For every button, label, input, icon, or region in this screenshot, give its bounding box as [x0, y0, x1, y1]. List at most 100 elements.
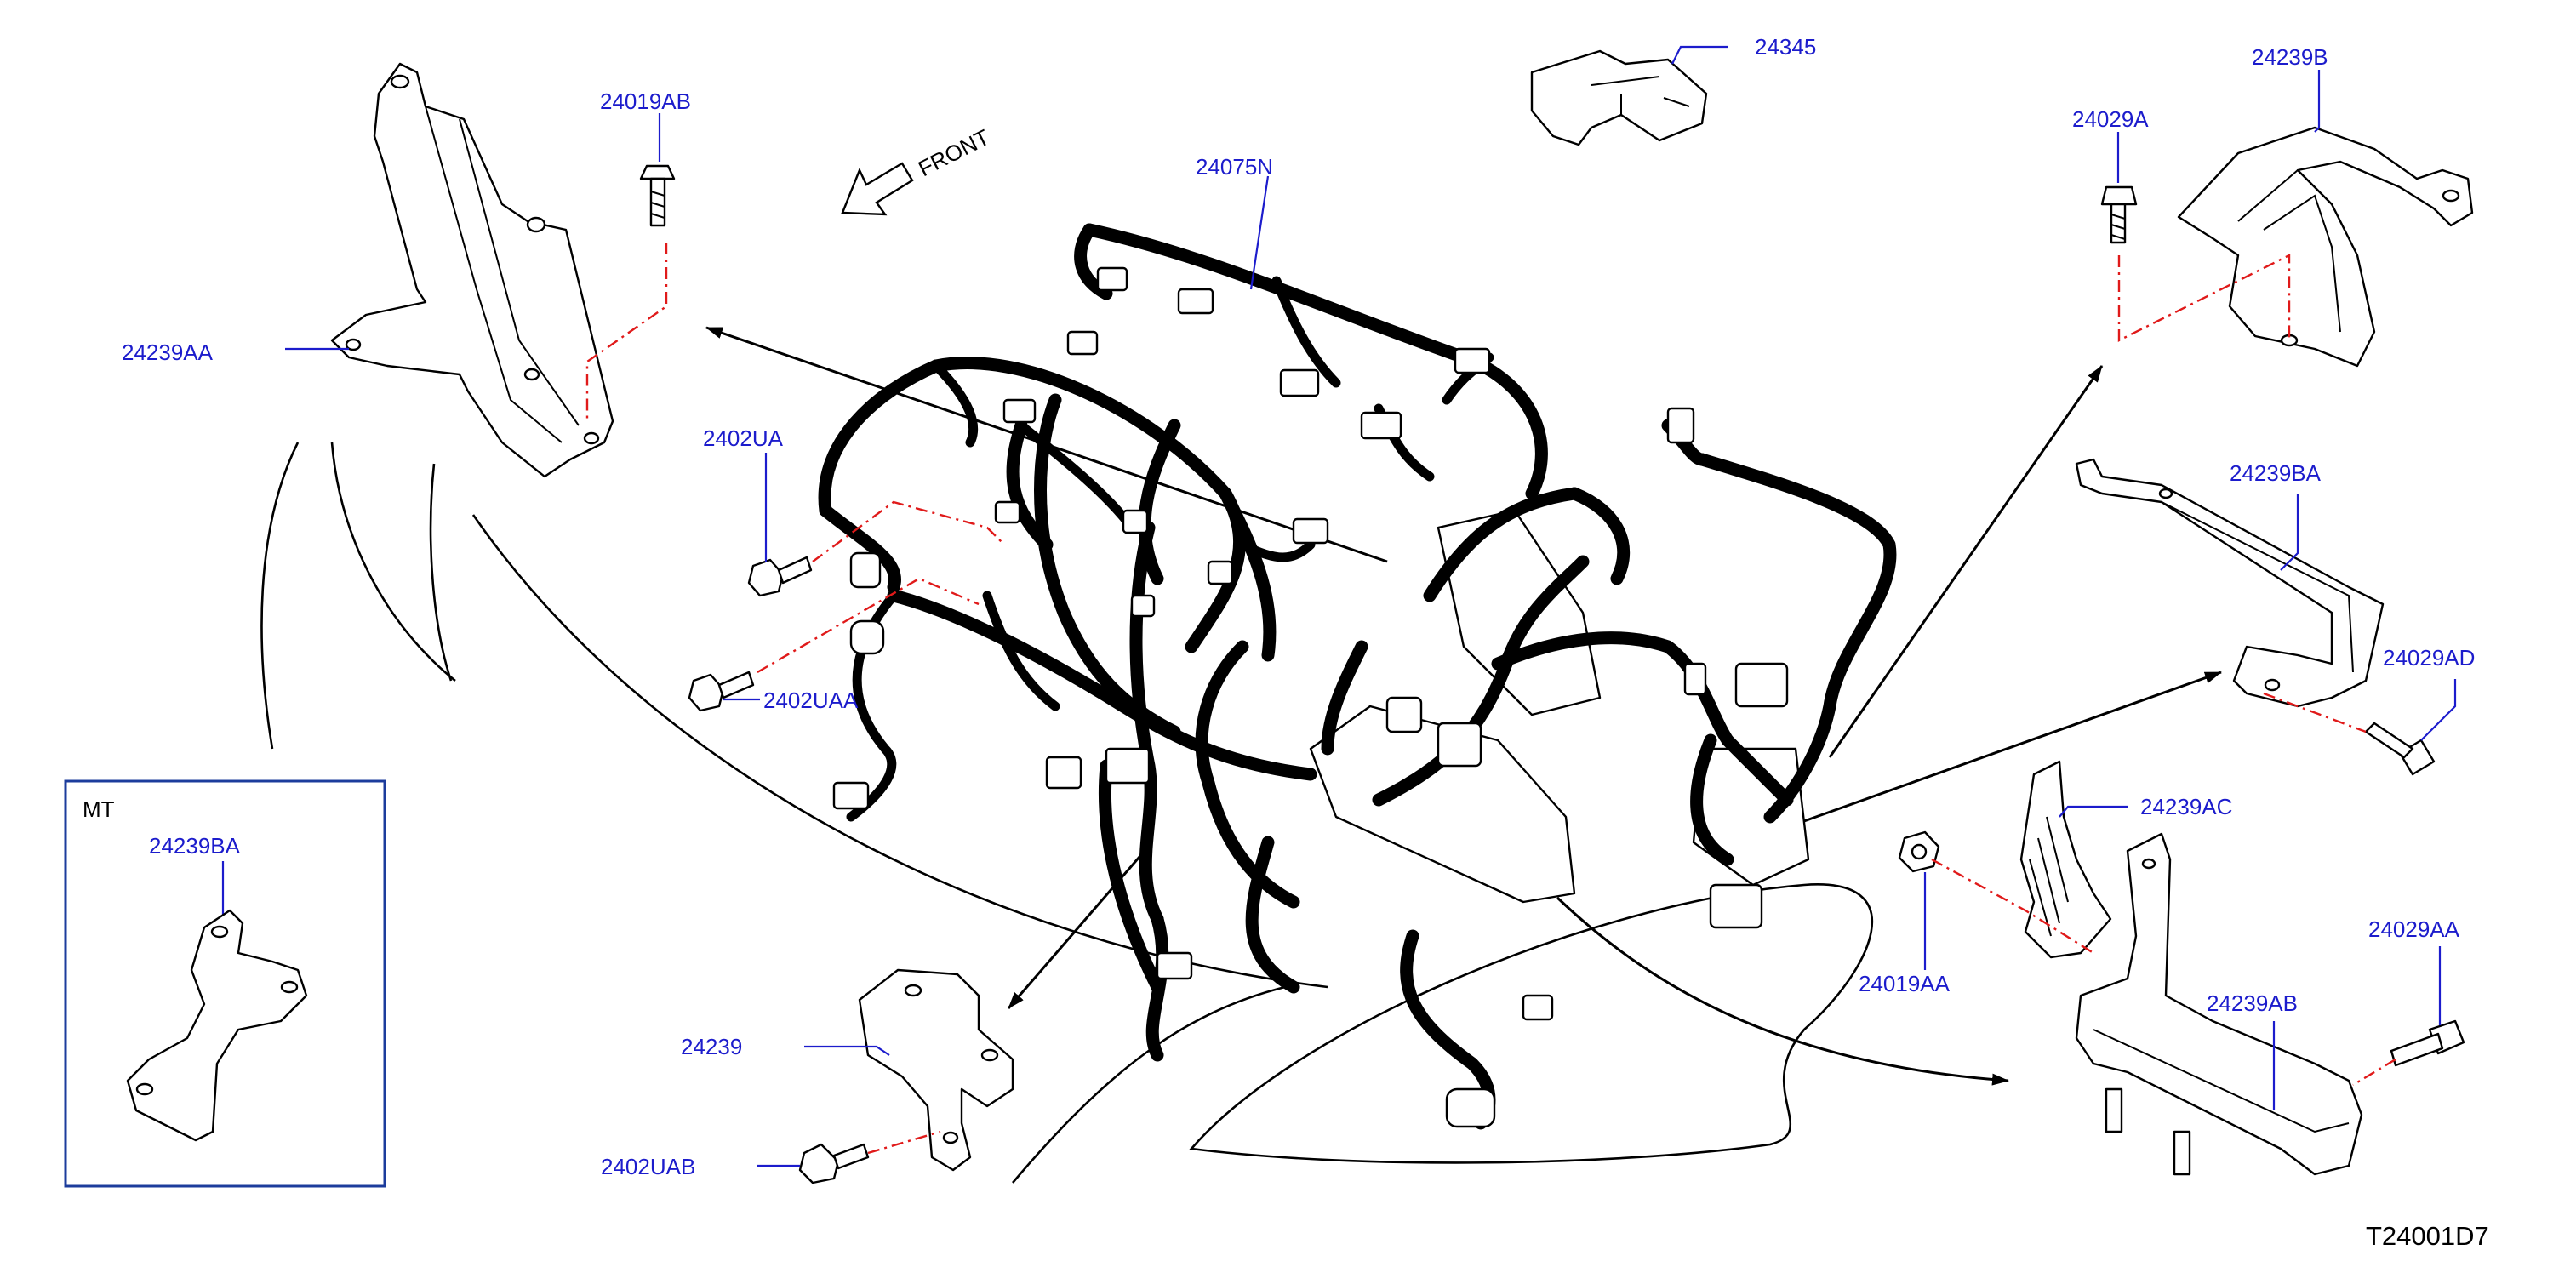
- callout-2402UAA: 2402UAA: [763, 688, 859, 713]
- connector: [1522, 994, 1554, 1021]
- bracket-24239AB-tab: [2105, 1087, 2123, 1133]
- bracket-24239: [858, 968, 1014, 1172]
- callout-24239AA: 24239AA: [122, 340, 214, 365]
- inset-bracket-hole: [280, 980, 299, 994]
- connector: [1360, 411, 1402, 440]
- leader-line: [1249, 175, 1270, 290]
- inset-bracket-24239BA: [126, 909, 308, 1142]
- connector: [1437, 722, 1482, 768]
- arrow-to-24239: [1007, 850, 1146, 1009]
- grommet: [1445, 1087, 1496, 1128]
- bracket-24239B-body: [2177, 126, 2474, 368]
- bracket-24239AA-hole: [390, 74, 410, 89]
- bolt-24029A: [2100, 185, 2138, 244]
- bracket-24239BA-body: [2075, 458, 2385, 708]
- callout-24019AA: 24019AA: [1859, 971, 1951, 996]
- connector: [1292, 517, 1329, 545]
- bracket-24239AA-edge: [459, 118, 580, 426]
- arrow-to-24239B: [1828, 365, 2104, 758]
- callout-24239BA: 24239BA: [2230, 460, 2322, 486]
- leader-line: [1671, 45, 1728, 65]
- connector: [1105, 747, 1151, 785]
- callout-2402UAB: 2402UAB: [601, 1154, 695, 1179]
- callout-24239AC: 24239AC: [2140, 794, 2232, 819]
- callout-24239AB: 24239AB: [2207, 990, 2298, 1016]
- sweep-curve-bottom: [1012, 985, 1286, 1184]
- part-24345: [1530, 49, 1708, 146]
- connector: [1096, 266, 1128, 292]
- leader-line: [2280, 494, 2299, 571]
- inset-mt: MT 24239BA: [64, 779, 386, 1188]
- arrow-to-24239BA: [1803, 671, 2222, 823]
- fastener-line-2402UA: [812, 500, 1005, 562]
- bolt-2402UAA: [688, 671, 755, 712]
- connector: [1002, 398, 1037, 424]
- bolt-24029AD: [2364, 722, 2436, 776]
- callout-24075N: 24075N: [1196, 154, 1273, 180]
- callout-labels: 24019AB 24239AA 24075N 24345 24239B 2402…: [122, 34, 2475, 1179]
- bracket-24239AA: [330, 62, 614, 478]
- fastener-line-24029AA: [2352, 1058, 2396, 1087]
- bracket-24239AA-edge: [425, 106, 563, 443]
- inset-tail-3: [429, 463, 453, 682]
- callout-24019AB: 24019AB: [600, 88, 691, 114]
- callout-2402UA: 2402UA: [703, 425, 784, 451]
- connector: [849, 551, 882, 589]
- connector: [1454, 347, 1491, 374]
- bracket-24239B-hole: [2442, 189, 2460, 203]
- bolt-24029AA: [2390, 1019, 2465, 1067]
- diagram-id: T24001D7: [2366, 1221, 2489, 1251]
- bracket-24239AB-tab: [2173, 1130, 2191, 1176]
- front-indicator: FRONT: [841, 124, 994, 216]
- bracket-24239AA-hole: [345, 338, 362, 351]
- bolt-24019AB: [639, 164, 676, 227]
- bracket-24239AA-hole: [523, 368, 540, 381]
- bolt-head: [639, 164, 676, 180]
- callout-24239BA-inset: 24239BA: [149, 833, 241, 859]
- bracket-24239AA-hole: [526, 216, 546, 233]
- bracket-24239-hole: [942, 1131, 959, 1144]
- connector: [1666, 407, 1695, 444]
- bracket-24239-hole: [904, 984, 922, 997]
- bolt-shank: [649, 177, 666, 227]
- bracket-24239AC: [2019, 760, 2112, 959]
- bracket-24239AA-hole: [583, 431, 600, 445]
- connector: [994, 500, 1021, 524]
- bracket-24239-hole: [980, 1048, 999, 1062]
- inset-bracket-hole: [210, 925, 229, 939]
- leader-line: [2420, 679, 2457, 741]
- leader-line: [804, 1045, 890, 1056]
- harness-24075N: [818, 223, 1897, 1130]
- fastener-line-24019AB: [585, 243, 668, 421]
- nut-24019AA: [1898, 830, 1940, 873]
- bracket-24239AB-body: [2075, 832, 2363, 1176]
- fastener-line-2402UAA: [757, 577, 980, 674]
- bolt-2402UAB: [798, 1143, 870, 1184]
- connector: [1734, 662, 1789, 708]
- arrow-to-24239AB: [1556, 896, 2009, 1086]
- leader-line: [2059, 805, 2128, 818]
- direction-arrows: [705, 326, 2222, 1086]
- connector: [1207, 560, 1234, 585]
- bracket-24239AB: [2075, 832, 2363, 1176]
- callout-24029A: 24029A: [2072, 106, 2149, 132]
- bracket-24239BA-hole: [2158, 488, 2173, 499]
- connector: [1177, 288, 1214, 315]
- connector: [1045, 756, 1082, 790]
- connector: [1122, 509, 1149, 534]
- bracket-24239B: [2177, 126, 2474, 368]
- callout-24239: 24239: [681, 1034, 742, 1059]
- bracket-24239-body: [858, 968, 1014, 1172]
- sweep-curve-loop: [1189, 883, 1873, 1164]
- fastener-line-24029A: [2117, 254, 2291, 342]
- connector: [849, 619, 885, 655]
- connector: [1279, 368, 1320, 397]
- bracket-24239BA-hole: [2264, 678, 2281, 692]
- front-arrow-icon: [841, 162, 914, 216]
- part-24345-body: [1530, 49, 1708, 146]
- sweep-curves: [260, 442, 1873, 1184]
- connector: [1156, 951, 1193, 980]
- connector: [832, 781, 870, 810]
- connector: [1130, 594, 1156, 618]
